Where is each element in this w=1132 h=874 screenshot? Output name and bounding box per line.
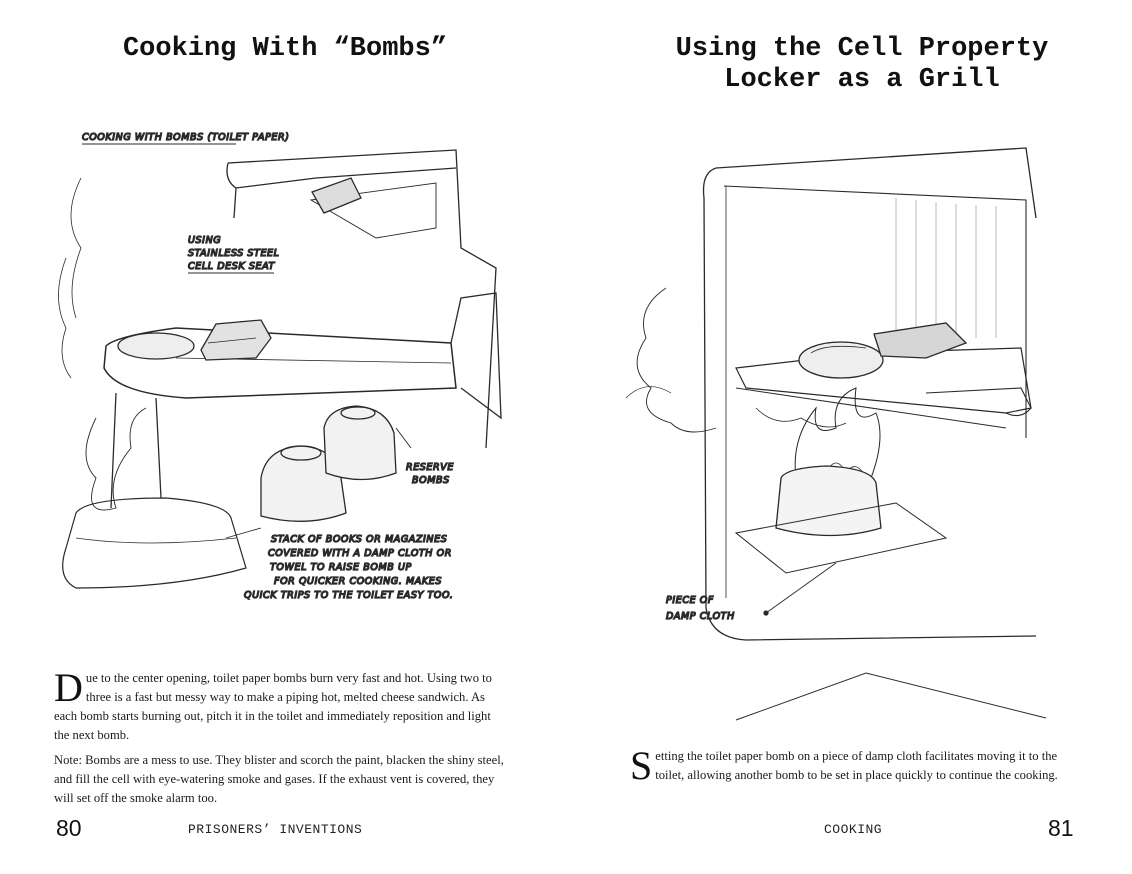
illus-stack-label-4: FOR QUICKER COOKING. MAKES <box>274 576 442 587</box>
left-paragraph-2: Note: Bombs are a mess to use. They blis… <box>54 753 504 805</box>
locker-grill-illustration: PIECE OF DAMP CLOTH <box>626 147 1047 721</box>
left-page: Cooking With “Bombs” COOKING WITH BOMBS … <box>54 34 509 841</box>
illus-seat-label-3: CELL DESK SEAT <box>188 261 275 272</box>
illus-stack-label-3: TOWEL TO RAISE BOMB UP <box>270 562 412 573</box>
illus-stack-label-2: COVERED WITH A DAMP CLOTH OR <box>268 548 452 559</box>
illus-cloth-label-1: PIECE OF <box>666 595 714 606</box>
right-page-number: 81 <box>1048 815 1074 841</box>
illus-seat-label-2: STAINLESS STEEL <box>188 248 280 259</box>
illus-heading-label: COOKING WITH BOMBS (TOILET PAPER) <box>82 132 290 143</box>
right-page: Using the Cell Property Locker as a Gril… <box>566 0 1132 874</box>
illus-cloth-label-2: DAMP CLOTH <box>666 611 735 622</box>
illus-reserve-label-2: BOMBS <box>412 475 450 486</box>
right-dropcap: S <box>630 743 653 788</box>
left-paragraph-1-text: ue to the center opening, toilet paper b… <box>54 671 492 742</box>
illus-reserve-label-1: RESERVE <box>406 462 454 473</box>
left-page-number: 80 <box>56 815 82 841</box>
illus-stack-label-1: STACK OF BOOKS OR MAGAZINES <box>271 534 447 545</box>
toilet-paper-bomb-illustration: COOKING WITH BOMBS (TOILET PAPER) USING <box>58 131 502 602</box>
right-page-title: Using the Cell Property Locker as a Gril… <box>675 34 1049 95</box>
right-paragraph-1-text: etting the toilet paper bomb on a piece … <box>655 749 1058 782</box>
left-running-head: PRISONERS’ INVENTIONS <box>188 822 363 837</box>
left-dropcap: D <box>54 665 83 710</box>
illus-stack-label-5: QUICK TRIPS TO THE TOILET EASY TOO. <box>244 590 453 601</box>
right-running-head: COOKING <box>824 822 883 837</box>
left-page-title: Cooking With “Bombs” <box>122 34 448 64</box>
illus-seat-label-1: USING <box>188 235 221 246</box>
